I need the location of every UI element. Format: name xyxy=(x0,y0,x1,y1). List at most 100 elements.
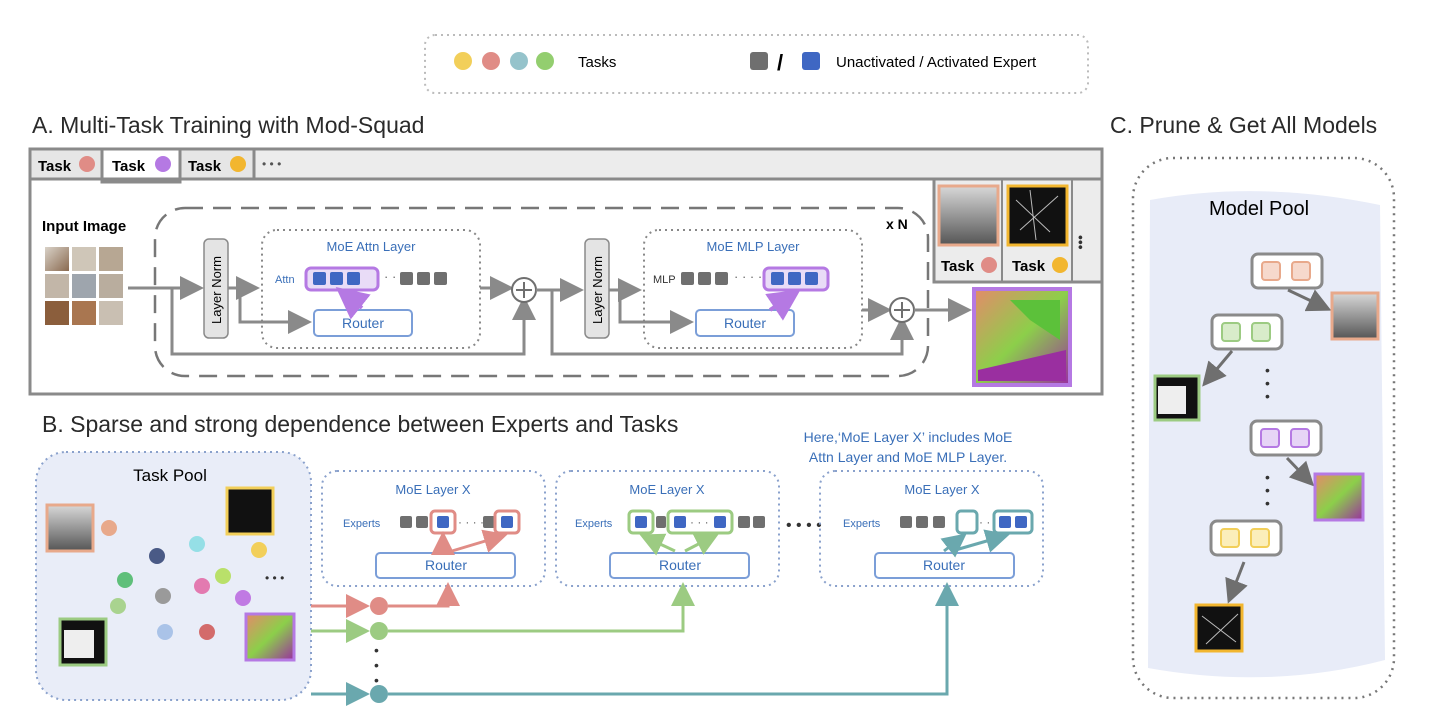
svg-text:· ·: · · xyxy=(979,515,990,529)
svg-text:•: • xyxy=(1265,362,1270,378)
moe-layers-ellipsis: • • • • xyxy=(786,517,822,534)
attn-expert-2 xyxy=(330,272,343,285)
output-task-1-label: Task xyxy=(941,258,975,275)
moe-attn-layer-title: MoE Attn Layer xyxy=(327,239,417,254)
moe-layer-x-2-router-label: Router xyxy=(659,557,701,573)
moe-layer-x-3-title: MoE Layer X xyxy=(904,482,979,497)
legend-frame xyxy=(424,34,1089,94)
input-image-label: Input Image xyxy=(42,218,126,235)
svg-text:· · · ·: · · · · xyxy=(458,515,484,529)
legend-experts-label: Unactivated / Activated Expert xyxy=(836,54,1037,71)
legend-activated-swatch xyxy=(802,52,820,70)
svg-text:•: • xyxy=(1265,388,1270,404)
moe-layer-x-1: MoE Layer X Experts · · · · Router xyxy=(321,470,546,587)
output-edge-thumbnail xyxy=(1006,184,1069,247)
output-task-1-dot xyxy=(981,257,997,273)
tab-more-dots[interactable]: • • • xyxy=(262,157,281,171)
layer-norm-2-label: Layer Norm xyxy=(590,256,605,324)
legend-task-dot-green xyxy=(536,52,554,70)
tab-3-task-dot xyxy=(230,156,246,172)
section-a-panel: Task Task Task • • • Input Image x N La xyxy=(28,147,1104,396)
svg-text:•: • xyxy=(374,672,379,688)
model-pool-frame xyxy=(1131,156,1396,700)
tab-2-label: Task xyxy=(112,158,146,175)
svg-text:•: • xyxy=(374,642,379,658)
repeat-block xyxy=(153,206,930,378)
residual-2 xyxy=(550,290,914,356)
legend-unactivated-swatch xyxy=(750,52,768,70)
moe-layer-x-2-title: MoE Layer X xyxy=(629,482,704,497)
flow-ln1-to-router xyxy=(238,288,312,334)
output-depth-thumbnail xyxy=(937,184,1000,247)
mlp-router-label: Router xyxy=(724,315,766,331)
mlp-expert-3 xyxy=(715,272,728,285)
moe-layer-x-3: MoE Layer X Experts · · Router xyxy=(819,470,1044,587)
mlp-router-select-arrow xyxy=(765,289,801,321)
task-pool: Task Pool • • • xyxy=(35,451,312,701)
attn-router-label: Router xyxy=(342,315,384,331)
mlp-expert-ellipsis: · · · · xyxy=(734,269,762,284)
mlp-expert-4 xyxy=(771,272,784,285)
task-routing-lines: • • • xyxy=(311,582,959,706)
output-task-2-label: Task xyxy=(1012,258,1046,275)
attn-router-select-arrow xyxy=(335,287,371,320)
pool-depth-thumb xyxy=(45,503,95,553)
moe-layer-x-3-router-label: Router xyxy=(923,557,965,573)
pool-seg-thumb xyxy=(244,612,296,662)
svg-text:•: • xyxy=(1265,469,1270,485)
svg-text:•: • xyxy=(1265,482,1270,498)
task-pool-label: Task Pool xyxy=(133,466,207,485)
attn-expert-3 xyxy=(347,272,360,285)
section-c-title: C. Prune & Get All Models xyxy=(1110,112,1377,138)
legend-separator: / xyxy=(777,50,783,75)
section-b-note-line2: Attn Layer and MoE MLP Layer. xyxy=(809,449,1007,465)
flow-ln2-to-router xyxy=(618,290,694,334)
tab-2-task-dot xyxy=(155,156,171,172)
moe-layer-x-1-title: MoE Layer X xyxy=(395,482,470,497)
section-b-title: B. Sparse and strong dependence between … xyxy=(42,411,678,437)
attn-expert-6 xyxy=(434,272,447,285)
layer-norm-1-label: Layer Norm xyxy=(209,256,224,324)
model-pool-label: Model Pool xyxy=(1209,198,1309,220)
legend-task-dot-yellow xyxy=(454,52,472,70)
tab-1-label: Task xyxy=(38,158,72,175)
model-edge-thumb xyxy=(1194,603,1244,653)
model-depth-thumb xyxy=(1330,291,1380,341)
pool-more-dots: • • • xyxy=(265,571,284,585)
moe-layer-x-1-experts-label: Experts xyxy=(343,518,381,530)
attn-label: Attn xyxy=(275,274,295,286)
mlp-expert-6 xyxy=(805,272,818,285)
tab-1-task-dot xyxy=(79,156,95,172)
moe-mlp-layer-title: MoE MLP Layer xyxy=(707,239,801,254)
svg-text:•: • xyxy=(374,657,379,673)
svg-text:•: • xyxy=(1265,375,1270,391)
moe-layer-x-1-router-label: Router xyxy=(425,557,467,573)
tab-3-label: Task xyxy=(188,158,222,175)
moe-layer-x-3-experts-label: Experts xyxy=(843,518,881,530)
moe-layer-x-2-experts-label: Experts xyxy=(575,518,613,530)
legend-task-dot-red xyxy=(482,52,500,70)
residual-1 xyxy=(170,288,536,356)
svg-text:•: • xyxy=(1265,495,1270,511)
section-a-title: A. Multi-Task Training with Mod-Squad xyxy=(32,112,424,138)
mlp-expert-2 xyxy=(698,272,711,285)
legend-tasks-label: Tasks xyxy=(578,54,616,71)
input-image-patches xyxy=(45,247,123,325)
repeat-label: x N xyxy=(886,216,908,232)
mlp-expert-5 xyxy=(788,272,801,285)
moe-layer-x-2: MoE Layer X Experts · · · Router xyxy=(555,470,780,587)
svg-text:· · ·: · · · xyxy=(690,515,709,529)
section-a-main-frame xyxy=(28,177,1104,396)
attn-expert-5 xyxy=(417,272,430,285)
model-pool: Model Pool • • • • • • xyxy=(1131,156,1396,700)
model-seg-thumb xyxy=(1313,472,1365,522)
output-task-2-dot xyxy=(1052,257,1068,273)
attn-expert-4 xyxy=(400,272,413,285)
mlp-expert-1 xyxy=(681,272,694,285)
section-b-note-line1: Here,‘MoE Layer X’ includes MoE xyxy=(804,429,1013,445)
attn-expert-1 xyxy=(313,272,326,285)
legend: Tasks / Unactivated / Activated Expert xyxy=(424,34,1089,94)
output-more-dots[interactable]: ••• xyxy=(1073,235,1089,250)
legend-task-dot-teal xyxy=(510,52,528,70)
